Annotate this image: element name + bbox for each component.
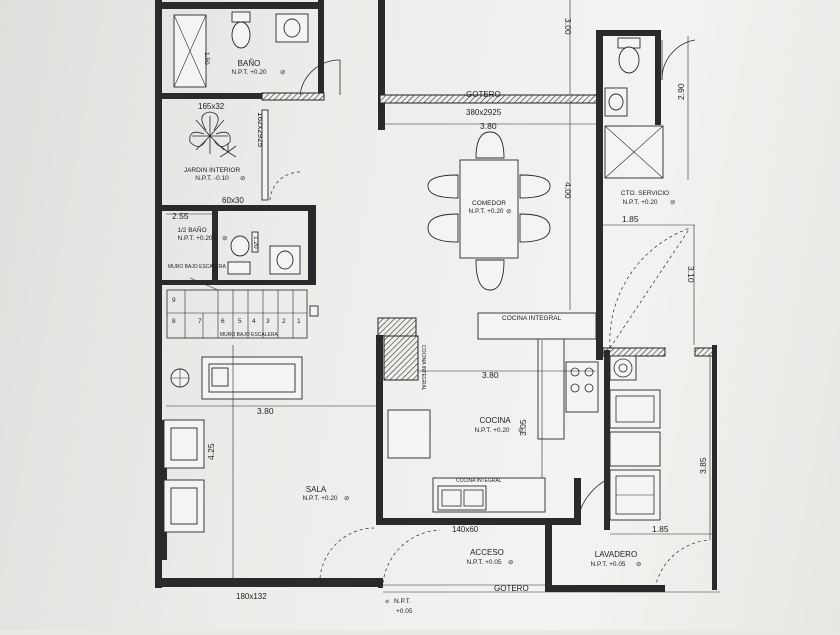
svg-text:⊘: ⊘ (222, 235, 228, 242)
window-162x2925: 162x2925 (256, 112, 265, 148)
acceso-name: ACCESO (470, 548, 504, 557)
acceso-level: N.P.T. +0.05 (466, 559, 501, 566)
stair-step-5: 5 (238, 318, 242, 325)
cocina-name: COCINA (479, 416, 511, 425)
stair-step-4: 4 (252, 318, 256, 325)
lavadero-name: LAVADERO (595, 550, 637, 559)
lavadero-room: 3.85 1.85 LAVADERO N.P.T. +0.05 ⊘ (590, 355, 712, 589)
dim-1-85-bottom: 1.85 (652, 524, 669, 534)
svg-text:⊘: ⊘ (636, 561, 642, 568)
servicio-level: N.P.T. +0.20 (622, 199, 657, 206)
exterior-level: +0.05 (396, 608, 413, 615)
window-380x2925: 380x2925 (466, 108, 502, 117)
dim-3-10: 3.10 (686, 266, 696, 283)
dining-table-icon (427, 131, 551, 291)
comedor-level: N.P.T. +0.20 (468, 208, 503, 215)
gotero-top: GOTERO (466, 90, 501, 99)
dim-2-55: 2.55 (172, 211, 189, 221)
lamp-icon (170, 368, 190, 388)
dim-3-80-sala: 3.80 (257, 406, 274, 416)
stairs: MURO BAJO ESCALERA 9 8 7 6 5 4 3 2 1 MUR… (166, 264, 319, 339)
sink-icon (437, 485, 487, 511)
exterior-name: N.P.T. (394, 598, 411, 605)
bano-room: 1.50 BAÑO N.P.T. +0.20 ⊘ (173, 11, 341, 96)
walls (155, 0, 717, 592)
bano-name: BAÑO (238, 59, 261, 68)
jardin-name: JARDIN INTERIOR (184, 167, 241, 174)
muro-bajo-label: MURO BAJO ESCALERA (168, 264, 226, 270)
cocina-integral-vertical: COCINA INTEGRAL (420, 345, 426, 391)
window-165x32: 165x32 (198, 102, 225, 111)
stair-step-3: 3 (266, 318, 270, 325)
window-60x30: 60x30 (222, 196, 244, 205)
sofa-icon (201, 356, 303, 400)
svg-text:⊘: ⊘ (506, 208, 512, 215)
bano-level: N.P.T. +0.20 (231, 69, 266, 76)
svg-text:⊘: ⊘ (670, 199, 676, 206)
stove-icon (565, 361, 599, 413)
sala-room: 3.80 4.25 SALA N.P.T. +0.20 ⊘ 180x132 (163, 345, 376, 601)
cocina-room: COCINA INTEGRAL COCINA INTEGRAL 3.80 COC… (383, 312, 611, 534)
stair-step-2: 2 (282, 318, 286, 325)
svg-text:⊘: ⊘ (518, 427, 524, 434)
svg-text:⊘: ⊘ (344, 495, 350, 502)
medio-bano-level: N.P.T. +0.20 (177, 235, 212, 242)
stair-step-1: 1 (297, 318, 301, 325)
plant-icon (189, 111, 231, 154)
stair-step-7: 7 (198, 318, 202, 325)
medio-bano-room: 2.55 1/2 BAÑO N.P.T. +0.20 ⊘ 1.20 (166, 211, 301, 275)
water-heater-icon (609, 355, 637, 381)
svg-text:⊘: ⊘ (508, 559, 514, 566)
cocina-level: N.P.T. +0.20 (474, 427, 509, 434)
jardin-room: 165x32 JARDIN INTERIOR N.P.T. -0.10 ⊘ 16… (184, 102, 301, 205)
cocina-integral-top: COCINA INTEGRAL (502, 315, 562, 322)
svg-text:⊘: ⊘ (385, 599, 389, 605)
svg-text:⊘: ⊘ (240, 175, 246, 182)
acceso-room: ACCESO N.P.T. +0.05 ⊘ GOTERO ⊘ N.P.T. +0… (382, 529, 720, 615)
dim-4-25: 4.25 (206, 443, 216, 460)
dim-4-00: 4.00 (563, 182, 573, 199)
armchair-2-icon (163, 479, 205, 533)
armchair-1-icon (163, 419, 205, 469)
servicio-room: 2.90 CTO. SERVICIO N.P.T. +0.20 ⊘ 1.85 3… (603, 36, 696, 349)
sala-name: SALA (306, 485, 327, 494)
dim-1-20: 1.20 (252, 236, 259, 249)
stair-step-8: 8 (172, 318, 176, 325)
jardin-level: N.P.T. -0.10 (195, 175, 229, 182)
stair-step-6: 6 (221, 318, 225, 325)
dim-3-80-top: 3.80 (480, 121, 497, 131)
comedor-name: COMEDOR (472, 200, 506, 207)
comedor-room: GOTERO 380x2925 3.80 3.00 4.00 COMEDOR N… (385, 0, 596, 310)
dim-3-85: 3.85 (698, 457, 708, 474)
dim-2-90: 2.90 (676, 83, 686, 100)
medio-bano-name: 1/2 BAÑO (177, 225, 206, 234)
dim-1-85-top: 1.85 (622, 214, 639, 224)
dim-3-00: 3.00 (563, 18, 573, 35)
cocina-integral-bottom: COCINA INTEGRAL (456, 478, 502, 484)
svg-text:1.50: 1.50 (203, 52, 210, 65)
dim-3-05: 3.05 (518, 419, 528, 436)
lavadero-level: N.P.T. +0.05 (590, 561, 625, 568)
window-140x60: 140x60 (452, 525, 479, 534)
sala-level: N.P.T. +0.20 (302, 495, 337, 502)
muro-bajo-bottom-label: MURO BAJO ESCALERA (220, 332, 278, 338)
stair-step-9: 9 (172, 297, 176, 304)
dim-3-80-kitchen: 3.80 (482, 370, 499, 380)
gotero-bottom: GOTERO (494, 584, 529, 593)
servicio-name: CTO. SERVICIO (621, 190, 669, 197)
svg-text:⊘: ⊘ (280, 69, 286, 76)
window-180x132: 180x132 (236, 592, 267, 601)
small-plant-icon (219, 143, 237, 158)
